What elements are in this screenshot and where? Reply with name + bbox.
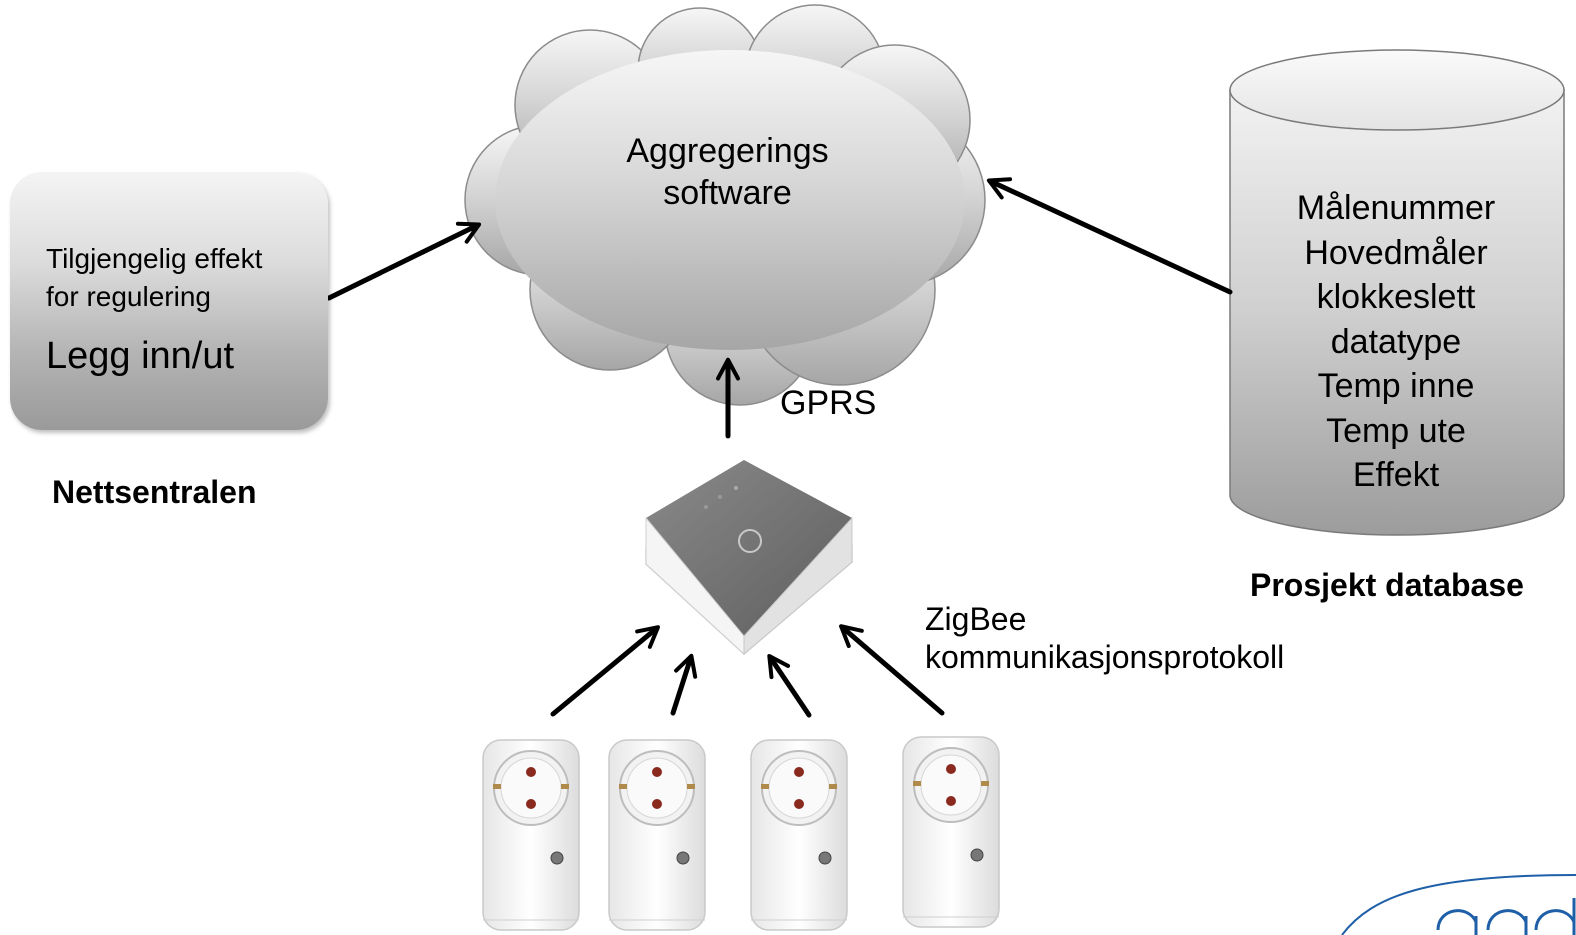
legg-inn-ut-label: Legg inn/ut [46,335,235,377]
nettsentralen-box [10,172,328,430]
smart-plug-3 [750,739,848,931]
corner-logo-graphic [1341,874,1576,935]
available-effect-label: Tilgjengelig effekt for regulering [46,240,316,316]
database-field: datatype [1330,322,1462,361]
database-field: Temp ute [1326,411,1466,450]
database-caption: Prosjekt database [1250,567,1524,603]
available-effect-line-2: for regulering [46,281,211,312]
smart-plug-4 [902,736,1000,928]
gprs-label: GPRS [780,384,877,422]
cloud-label: Aggregerings software [560,130,895,214]
zigbee-label: ZigBee kommunikasjonsprotokoll [925,600,1284,676]
database-cylinder [1229,49,1565,536]
available-effect-line-1: Tilgjengelig effekt [46,243,263,274]
database-field-list: Målenummer Hovedmåler klokkeslett dataty… [1245,186,1547,498]
arrow-plug1-to-hub [550,625,660,717]
arrow-plug4-to-hub [839,624,945,716]
smart-plug-2 [608,739,706,931]
database-field: Temp inne [1317,367,1475,405]
database-field: klokkeslett [1316,278,1476,316]
database-field: Hovedmåler [1304,233,1488,272]
aggregation-cloud [464,4,986,406]
cloud-label-line-1: Aggregerings [626,132,829,170]
zigbee-label-line-1: ZigBee [925,601,1027,637]
arrow-nettsentralen-to-cloud [326,221,482,301]
arrow-plug3-to-hub [767,653,812,718]
arrow-plug2-to-hub [670,653,698,716]
database-field: Effekt [1352,456,1440,494]
cloud-label-line-2: software [663,174,792,212]
arrow-database-to-cloud [986,177,1233,295]
nettsentralen-caption: Nettsentralen [52,474,257,510]
zigbee-hub-device [645,460,853,656]
database-field: Målenummer [1296,189,1496,227]
smart-plug-1 [482,739,580,931]
zigbee-label-line-2: kommunikasjonsprotokoll [925,639,1285,675]
